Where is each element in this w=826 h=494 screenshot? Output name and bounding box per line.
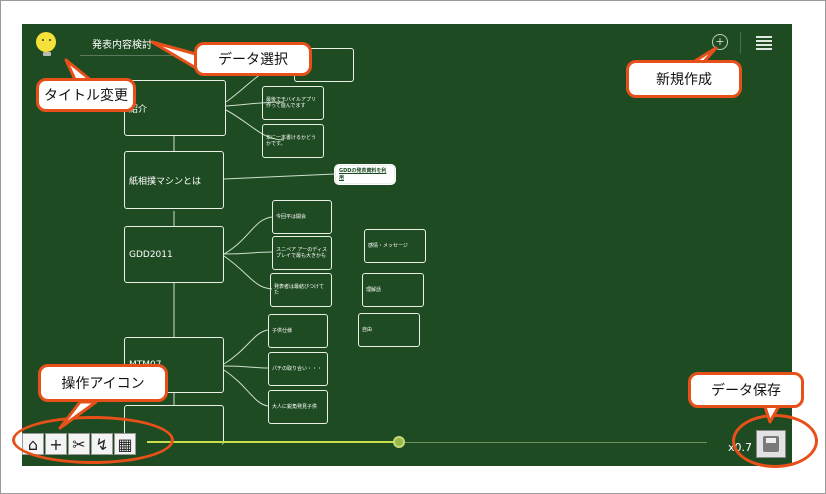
zoom-slider-thumb[interactable] [393,436,405,448]
node-child[interactable]: 年に一本書けるかどうかです。 [262,124,324,158]
bulb-eye [49,39,51,41]
node-label: 発表者は最結びつけてた [274,283,325,297]
callout-new-create: 新規作成 [626,60,742,98]
node-label: 紙相撲マシンとは [129,176,202,187]
highlight-toolbar-ellipse [12,416,174,464]
node-child[interactable]: スニペア アーのディスプレイで最も大きかも [272,236,332,270]
node-label: 最後でモバイルアプリ作って遊んでます [266,96,317,110]
node-label: 自由 [362,326,373,333]
node-label: GDDの発表資料を利用 [339,168,387,181]
node-selected[interactable]: GDDの発表資料を利用 [335,165,395,184]
node-gdd2011[interactable]: GDD2011 [124,226,224,283]
node-child[interactable]: 子供仕様 [268,314,328,348]
node-label: パチの取り合い・・・ [272,365,323,372]
node-label: 子供仕様 [272,327,293,334]
node-label: GDD2011 [129,249,173,260]
zoom-slider-fill [147,441,399,443]
node-child[interactable]: 感情・メッセージ [364,229,426,263]
node-label: 年に一本書けるかどうかです。 [266,134,317,148]
node-child[interactable]: 大人に鋭角発見子供 [268,390,328,424]
toolbar-divider [740,32,741,54]
callout-data-select: データ選択 [194,42,312,76]
node-child[interactable]: 発表者は最結びつけてた [270,273,332,307]
node-child[interactable]: 今回平は開会 [272,200,332,234]
node-child[interactable]: 自由 [358,313,420,347]
zoom-slider-track[interactable] [147,442,707,443]
callout-data-save: データ保存 [688,372,804,408]
node-child[interactable]: 最後でモバイルアプリ作って遊んでます [262,86,324,120]
bulb-eye [42,39,44,41]
bulb-base [43,52,51,56]
node-child[interactable]: パチの取り合い・・・ [268,352,328,386]
node-label: 今回平は開会 [276,213,307,220]
node-sumo-machine[interactable]: 紙相撲マシンとは [124,151,224,209]
callout-operation-icons: 操作アイコン [38,364,168,402]
add-circle-icon[interactable]: + [712,34,728,50]
callout-title-change: タイトル変更 [36,78,136,112]
menu-icon[interactable] [756,36,772,50]
title-underline [80,55,230,56]
bulb-glass [36,32,56,52]
node-label: 大人に鋭角発見子供 [272,403,318,410]
node-label: 感情・メッセージ [368,242,408,249]
connector-lines [173,63,336,407]
node-label: スニペア アーのディスプレイで最も大きかも [276,246,327,260]
document-title[interactable]: 発表内容検討 [92,40,152,51]
node-label: 理解話 [366,286,382,293]
node-label: 紹介 [129,104,148,115]
node-child[interactable]: 理解話 [362,273,424,307]
